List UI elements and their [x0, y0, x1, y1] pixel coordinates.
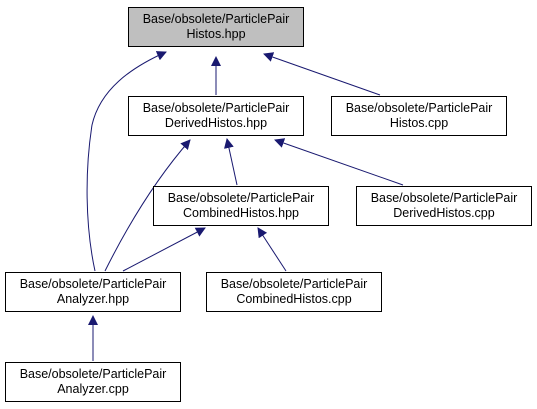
- node-label-line1: Base/obsolete/ParticlePair: [220, 277, 368, 291]
- node-label-line2: Analyzer.cpp: [57, 382, 129, 396]
- node-histos-cpp[interactable]: Base/obsolete/ParticlePair Histos.cpp: [331, 96, 507, 136]
- node-label-line1: Base/obsolete/ParticlePair: [142, 12, 290, 26]
- node-combined-histos-hpp[interactable]: Base/obsolete/ParticlePair CombinedHisto…: [153, 186, 329, 226]
- node-label-line2: CombinedHistos.hpp: [182, 206, 300, 220]
- edge-analyzer-hpp-to-combined-hpp: [122, 227, 206, 272]
- node-analyzer-hpp[interactable]: Base/obsolete/ParticlePair Analyzer.hpp: [5, 272, 181, 312]
- node-label-line2: Analyzer.hpp: [56, 292, 130, 306]
- node-label-line2: CombinedHistos.cpp: [236, 292, 352, 306]
- edge-analyzer-hpp-to-root: [86, 51, 167, 272]
- node-label-line1: Base/obsolete/ParticlePair: [142, 101, 290, 115]
- edge-analyzer-hpp-to-derived-hpp: [104, 139, 191, 272]
- node-label-line1: Base/obsolete/ParticlePair: [19, 277, 167, 291]
- edge-histos-cpp-to-root: [263, 52, 381, 96]
- node-analyzer-cpp[interactable]: Base/obsolete/ParticlePair Analyzer.cpp: [5, 362, 181, 402]
- node-label-line1: Base/obsolete/ParticlePair: [167, 191, 315, 205]
- edge-combined-cpp-to-combined-hpp: [257, 227, 287, 272]
- node-label-line1: Base/obsolete/ParticlePair: [345, 101, 493, 115]
- node-label-line2: Histos.cpp: [389, 116, 449, 130]
- node-derived-histos-hpp[interactable]: Base/obsolete/ParticlePair DerivedHistos…: [128, 96, 304, 136]
- edge-combined-hpp-to-derived-hpp: [224, 138, 238, 186]
- node-histos-hpp[interactable]: Base/obsolete/ParticlePair Histos.hpp: [128, 7, 304, 47]
- node-label-line2: DerivedHistos.cpp: [393, 206, 495, 220]
- node-derived-histos-cpp[interactable]: Base/obsolete/ParticlePair DerivedHistos…: [356, 186, 532, 226]
- node-label-line1: Base/obsolete/ParticlePair: [19, 367, 167, 381]
- node-label-line2: DerivedHistos.hpp: [164, 116, 268, 130]
- node-label-line2: Histos.hpp: [186, 27, 246, 41]
- node-label-line1: Base/obsolete/ParticlePair: [370, 191, 518, 205]
- edge-derived-cpp-to-derived-hpp: [274, 138, 404, 186]
- node-combined-histos-cpp[interactable]: Base/obsolete/ParticlePair CombinedHisto…: [206, 272, 382, 312]
